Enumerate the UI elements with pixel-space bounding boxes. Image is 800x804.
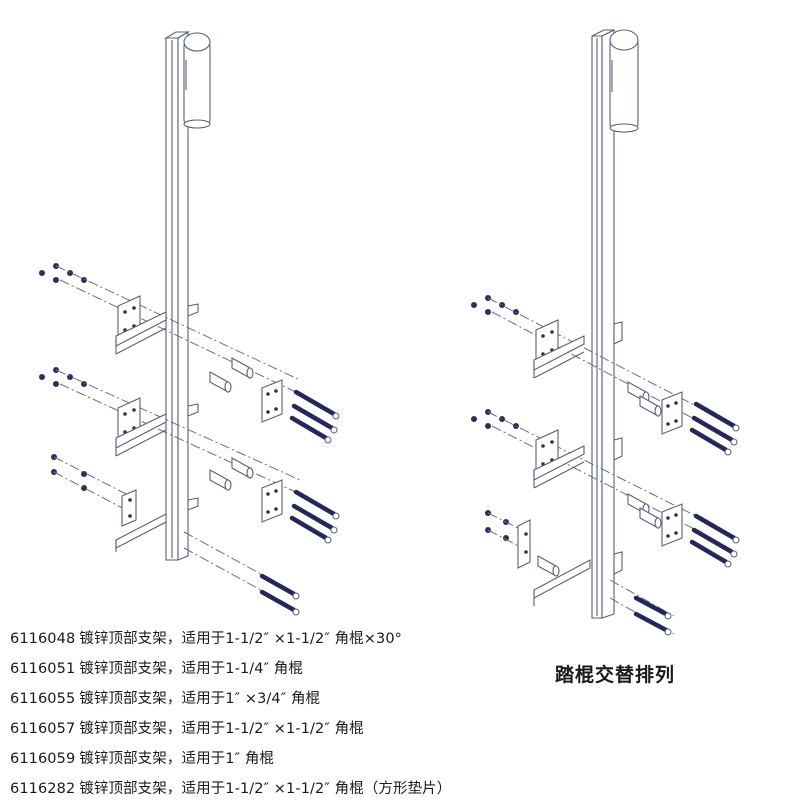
part-number: 6116282 — [10, 781, 76, 797]
part-description: 镀锌顶部支架，适用于1″ ×3/4″ 角棍 — [79, 691, 321, 707]
exploded-assembly-diagrams — [39, 29, 800, 636]
part-number: 6116048 — [10, 631, 76, 647]
part-number: 6116057 — [10, 721, 76, 737]
left-assembly — [39, 31, 339, 616]
right-assembly — [471, 29, 739, 636]
part-description: 镀锌顶部支架，适用于1″ 角棍 — [79, 751, 275, 767]
alternating-rungs-caption: 踏棍交替排列 — [555, 664, 676, 686]
part-description: 镀锌顶部支架，适用于1-1/2″ ×1-1/2″ 角棍（方形垫片） — [79, 781, 452, 797]
part-description: 镀锌顶部支架，适用于1-1/2″ ×1-1/2″ 角棍×30° — [79, 631, 403, 647]
part-number: 6116055 — [10, 691, 76, 707]
part-number: 6116051 — [10, 661, 76, 677]
part-description: 镀锌顶部支架，适用于1-1/4″ 角棍 — [79, 661, 303, 677]
part-description: 镀锌顶部支架，适用于1-1/2″ ×1-1/2″ 角棍 — [79, 721, 364, 737]
part-number: 6116059 — [10, 751, 76, 767]
